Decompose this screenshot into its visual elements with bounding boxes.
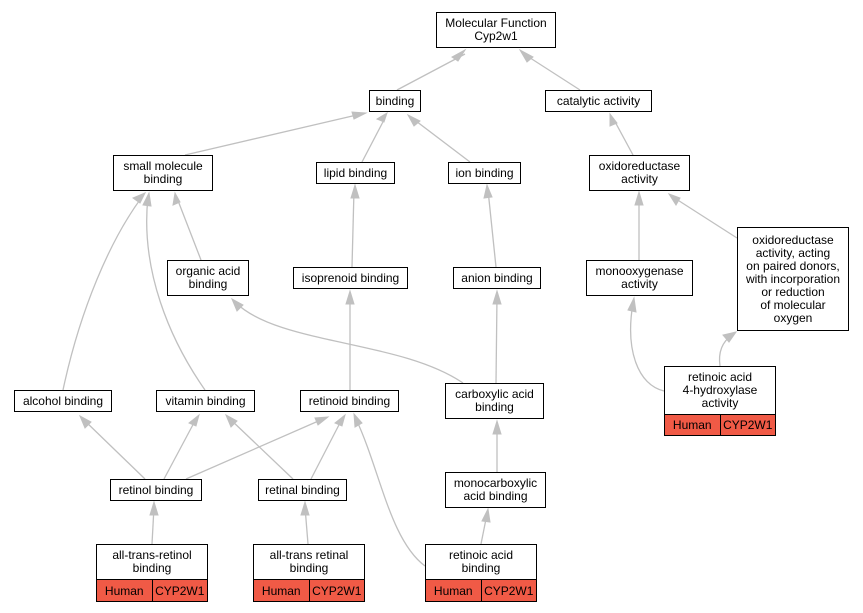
arrowhead-retinoic-acid-to-retinoid [353, 412, 363, 428]
node-lipid-binding[interactable]: lipid binding [316, 162, 395, 184]
arrowhead-monocarboxylic-to-carboxylic [492, 419, 502, 435]
arrowhead-retinol-to-retinoid [314, 416, 330, 426]
annotation-gene: CYP2W1 [719, 415, 776, 435]
annotation-gene: CYP2W1 [151, 580, 208, 601]
edge-alcohol-to-small-molecule [62, 196, 143, 391]
node-retinal-binding[interactable]: retinal binding [258, 479, 347, 501]
arrowhead-vitamin-to-small-molecule [142, 191, 152, 207]
arrowhead-retinol-to-alcohol [78, 414, 92, 429]
arrowhead-ion-to-binding [406, 113, 421, 127]
arrowhead-lipid-to-binding [375, 111, 388, 123]
edge-hydroxylase-to-monooxygenase [630, 302, 665, 392]
arrowhead-alcohol-to-small-molecule [131, 192, 147, 204]
edge-carboxylic-to-organic-acid [235, 302, 464, 384]
annotation-retinoic-acid-4-hydroxylase: Human CYP2W1 [664, 415, 776, 436]
node-anion-binding[interactable]: anion binding [453, 267, 541, 289]
arrowhead-anion-to-ion [483, 183, 493, 199]
node-catalytic-activity[interactable]: catalytic activity [545, 90, 652, 112]
node-binding[interactable]: binding [369, 90, 421, 112]
annotation-species: Human [261, 583, 301, 598]
edge-paired-to-oxidoreductase [672, 196, 738, 239]
edge-catalytic-to-molecular-function [523, 53, 581, 91]
annotation-gene: CYP2W1 [308, 580, 365, 601]
edge-retinoic-acid-to-retinoid [355, 418, 426, 567]
arrowhead-monooxygenase-to-oxidoreductase [634, 190, 644, 206]
node-organic-acid-binding[interactable]: organic acid binding [167, 260, 249, 296]
edge-retinal-to-vitamin [229, 418, 294, 480]
annotation-all-trans-retinol-binding: Human CYP2W1 [96, 580, 208, 602]
node-ion-binding[interactable]: ion binding [448, 162, 521, 184]
node-molecular-function[interactable]: Molecular Function Cyp2w1 [436, 12, 556, 48]
annotation-species: Human [433, 583, 473, 598]
edge-retinol-to-vitamin [163, 418, 197, 480]
edge-lipid-to-binding [361, 117, 386, 163]
edge-oxidoreductase-to-catalytic [612, 117, 634, 156]
arrowhead-binding-to-molecular-function [451, 48, 467, 62]
node-all-trans-retinol-binding[interactable]: all-trans-retinol binding [96, 544, 208, 580]
node-all-trans-retinal-binding[interactable]: all-trans retinal binding [253, 544, 365, 580]
arrowhead-retinal-to-vitamin [224, 413, 238, 428]
edge-anion-to-ion [487, 189, 497, 268]
annotation-species: Human [104, 583, 144, 598]
arrowhead-all-trans-retinol-to-retinol [149, 500, 159, 516]
node-retinoic-acid-4-hydroxylase[interactable]: retinoic acid 4-hydroxylase activity [664, 366, 776, 415]
edge-ion-to-binding [411, 117, 471, 163]
node-monocarboxylic-acid-binding[interactable]: monocarboxylic acid binding [445, 472, 546, 508]
arrowhead-hydroxylase-to-paired [722, 331, 738, 343]
node-carboxylic-acid-binding[interactable]: carboxylic acid binding [445, 383, 544, 419]
arrowhead-paired-to-oxidoreductase [667, 193, 681, 206]
node-vitamin-binding[interactable]: vitamin binding [156, 390, 255, 412]
annotation-retinoic-acid-binding: Human CYP2W1 [425, 580, 537, 602]
edge-organic-acid-to-small-molecule [176, 197, 202, 261]
arrowhead-all-trans-retinal-to-retinal [300, 500, 310, 516]
arrowhead-retinoic-acid-to-monocarboxylic [481, 507, 491, 523]
arrowhead-retinal-to-retinoid [334, 413, 346, 427]
arrowhead-organic-acid-to-small-molecule [172, 191, 181, 206]
edge-binding-to-molecular-function [396, 53, 466, 91]
arrowhead-isoprenoid-to-lipid [350, 183, 360, 199]
arrowhead-catalytic-to-molecular-function [518, 48, 534, 63]
edge-small-molecule-to-binding [184, 113, 362, 156]
edge-retinol-to-alcohol [83, 419, 146, 480]
node-small-molecule-binding[interactable]: small molecule binding [113, 155, 213, 191]
node-retinoic-acid-binding[interactable]: retinoic acid binding [425, 544, 537, 580]
node-oxidoreductase-paired-donors[interactable]: oxidoreductase activity, acting on paire… [737, 227, 849, 331]
arrowhead-carboxylic-to-organic-acid [230, 297, 244, 312]
node-oxidoreductase-activity[interactable]: oxidoreductase activity [589, 155, 690, 191]
node-retinoid-binding[interactable]: retinoid binding [300, 390, 399, 412]
arrowhead-oxidoreductase-to-catalytic [609, 112, 618, 127]
arrowhead-hydroxylase-to-monooxygenase [627, 296, 637, 313]
node-alcohol-binding[interactable]: alcohol binding [14, 390, 112, 412]
annotation-gene: CYP2W1 [480, 580, 537, 601]
arrowhead-carboxylic-to-anion [492, 289, 502, 305]
arrowhead-retinol-to-vitamin [188, 413, 200, 427]
edge-retinal-to-retinoid [310, 418, 343, 480]
edge-vitamin-to-small-molecule [146, 196, 206, 391]
edge-isoprenoid-to-lipid [351, 189, 355, 268]
annotation-all-trans-retinal-binding: Human CYP2W1 [253, 580, 365, 602]
arrowhead-retinoid-to-isoprenoid [345, 289, 355, 305]
node-isoprenoid-binding[interactable]: isoprenoid binding [293, 267, 408, 289]
node-retinol-binding[interactable]: retinol binding [110, 479, 202, 501]
node-monooxygenase-activity[interactable]: monooxygenase activity [586, 260, 693, 296]
edge-carboxylic-to-anion [495, 295, 498, 384]
annotation-species: Human [672, 418, 712, 432]
arrowhead-small-molecule-to-binding [351, 111, 368, 120]
edge-retinol-to-retinoid [185, 418, 324, 480]
